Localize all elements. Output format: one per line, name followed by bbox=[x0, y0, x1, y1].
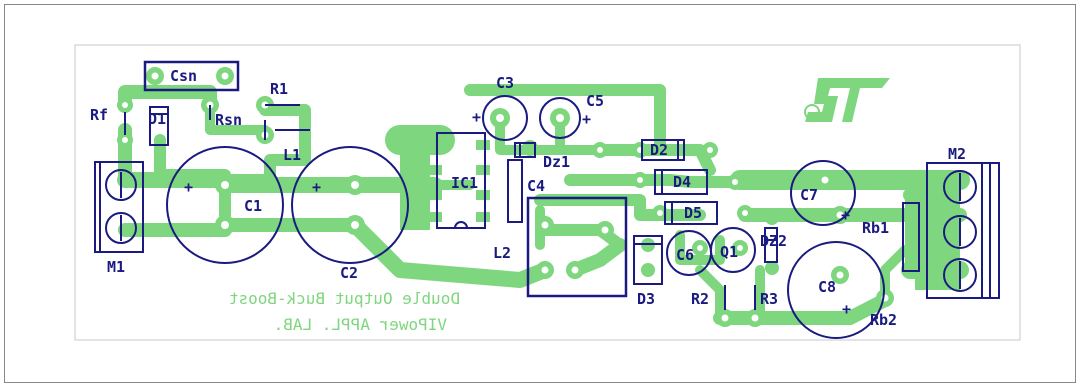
label-r2: R2 bbox=[691, 290, 709, 308]
label-d5: D5 bbox=[684, 204, 702, 222]
st-logo bbox=[804, 78, 890, 122]
m2-body bbox=[926, 162, 1000, 299]
d5-body bbox=[664, 201, 718, 225]
d4-body bbox=[654, 169, 708, 195]
c3-body bbox=[482, 95, 528, 141]
plus-c3: + bbox=[472, 108, 481, 126]
label-csn: Csn bbox=[170, 67, 197, 85]
label-d1: D1 bbox=[148, 110, 166, 128]
label-m2: M2 bbox=[948, 145, 966, 163]
label-d3: D3 bbox=[637, 290, 655, 308]
polarity-marks: + + + + + + bbox=[184, 108, 851, 318]
label-c1: C1 bbox=[244, 197, 262, 215]
plus-c8: + bbox=[842, 300, 851, 318]
label-d2: D2 bbox=[650, 141, 668, 159]
plus-c1: + bbox=[184, 178, 193, 196]
rb1-body bbox=[902, 202, 920, 272]
label-rb1: Rb1 bbox=[862, 219, 889, 237]
label-c7: C7 bbox=[800, 186, 818, 204]
csn-body bbox=[143, 60, 240, 92]
c5-body bbox=[539, 97, 581, 139]
board-outline bbox=[74, 44, 1021, 341]
c7-body bbox=[790, 160, 856, 226]
c1-body bbox=[166, 146, 284, 264]
c4-body bbox=[507, 159, 523, 223]
component-outlines bbox=[94, 60, 1000, 339]
label-d4: D4 bbox=[673, 173, 691, 191]
plus-c2: + bbox=[312, 178, 321, 196]
label-r1: R1 bbox=[270, 80, 288, 98]
c8-body bbox=[787, 241, 885, 339]
m1-body bbox=[94, 161, 144, 253]
label-dz2: DZ2 bbox=[760, 232, 787, 250]
label-c8: C8 bbox=[818, 278, 836, 296]
silkscreen-line2: VIPower APPL. LAB. bbox=[274, 315, 447, 334]
label-dz1: Dz1 bbox=[543, 153, 570, 171]
label-l1: L1 bbox=[283, 146, 301, 164]
label-c6: C6 bbox=[676, 246, 694, 264]
label-l2: L2 bbox=[493, 244, 511, 262]
label-c5: C5 bbox=[586, 92, 604, 110]
label-rsn: Rsn bbox=[215, 111, 242, 129]
d1-body bbox=[149, 106, 169, 146]
pads bbox=[117, 67, 917, 327]
component-labels: Csn Rf D1 Rsn R1 L1 C1 C2 M1 IC1 C3 C5 D… bbox=[90, 67, 966, 329]
label-rb2: Rb2 bbox=[870, 311, 897, 329]
plus-c5: + bbox=[582, 110, 591, 128]
label-r3: R3 bbox=[760, 290, 778, 308]
dz2-body bbox=[764, 227, 778, 263]
silkscreen-text: Double Output Buck-Boost VIPower APPL. L… bbox=[229, 289, 460, 334]
q1-body bbox=[710, 227, 756, 273]
label-c4: C4 bbox=[527, 177, 545, 195]
silkscreen-line1: Double Output Buck-Boost bbox=[229, 289, 460, 308]
l2-body bbox=[526, 196, 628, 298]
d2-body bbox=[641, 139, 685, 161]
d3-body bbox=[633, 235, 663, 285]
ic1-body bbox=[436, 132, 486, 229]
label-c3: C3 bbox=[496, 74, 514, 92]
label-ic1: IC1 bbox=[451, 174, 478, 192]
board-frame bbox=[4, 4, 1076, 383]
label-rf: Rf bbox=[90, 106, 108, 124]
c2-body bbox=[291, 146, 409, 264]
label-q1: Q1 bbox=[720, 243, 738, 261]
label-m1: M1 bbox=[107, 258, 125, 276]
plus-c7: + bbox=[841, 206, 850, 224]
copper-pours bbox=[400, 130, 960, 290]
label-c2: C2 bbox=[340, 264, 358, 282]
